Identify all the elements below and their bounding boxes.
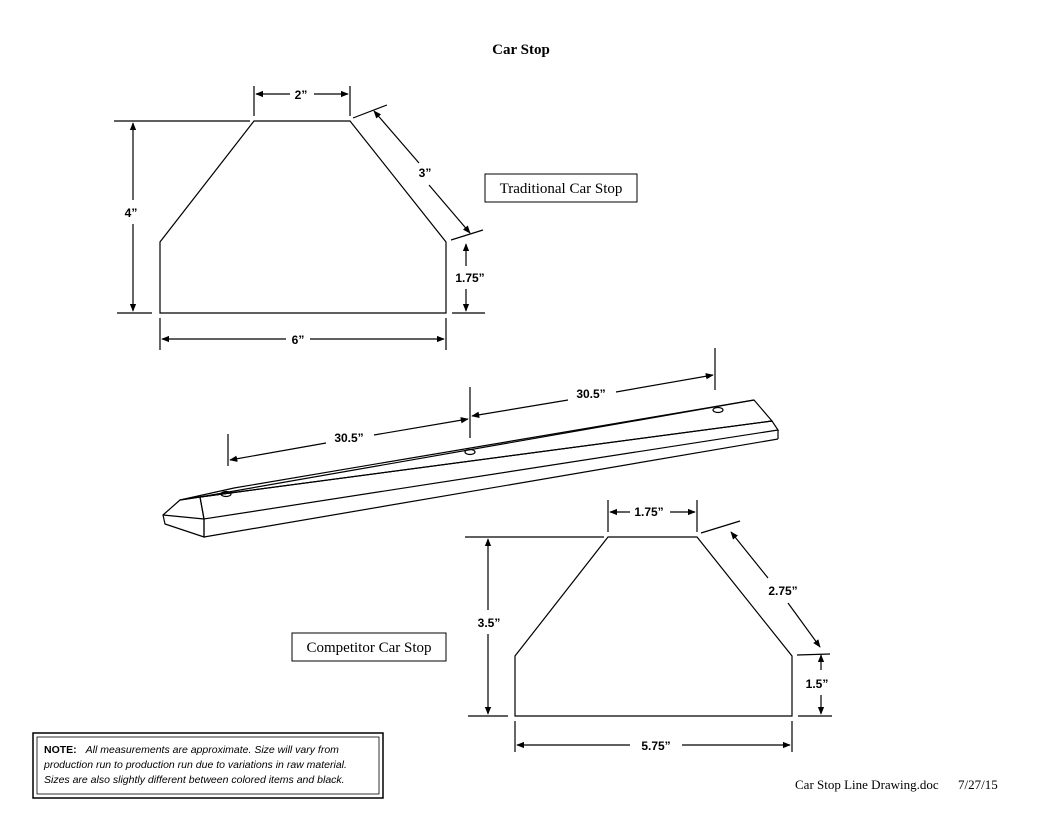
competitor-label-box [291,632,447,662]
hole-left [220,490,232,498]
hole-center [464,448,476,456]
note-line-3: Sizes are also slightly different betwee… [44,774,345,786]
traditional-top-dim: 2” [295,88,308,102]
competitor-top-dim: 1.75” [634,505,663,519]
competitor-profile [514,536,793,717]
footer-filename: Car Stop Line Drawing.doc [795,777,939,792]
traditional-label-box [484,173,638,203]
traditional-label: Traditional Car Stop [500,181,623,197]
svg-text:NOTE: All measurements a: NOTE: All measurements are approximate. … [44,740,339,757]
note-line-1: All measurements are approximate. Size w… [85,744,340,756]
footer-date: 7/27/15 [958,777,998,792]
car-stop-3d-view: 30.5” 30.5” [162,348,780,538]
traditional-base-dim: 6” [292,333,305,347]
bar-right-dim: 30.5” [576,387,605,401]
competitor-slope-dim: 2.75” [768,584,797,598]
traditional-slope-dim: 3” [419,166,432,180]
note-line-2: production run to production run due to … [43,759,347,771]
competitor-height-dim: 3.5” [478,616,501,630]
traditional-height-dim: 4” [125,206,138,220]
traditional-car-stop: 2” 4” 3” 1.75” 6” Traditional Car Stop [114,86,638,350]
page-title: Car Stop [492,42,550,58]
competitor-base-dim: 5.75” [641,739,670,753]
hole-right [712,406,724,414]
competitor-car-stop: 1.75” 3.5” 2.75” 1.5” 5.75” Competitor C… [291,500,832,753]
note-heading: NOTE: [44,744,77,756]
traditional-side-dim: 1.75” [455,271,484,285]
traditional-profile [159,120,447,314]
competitor-side-dim: 1.5” [806,677,829,691]
note-box: NOTE: All measurements are approximate. … [32,732,384,799]
competitor-label: Competitor Car Stop [307,640,432,656]
bar-left-dim: 30.5” [334,431,363,445]
